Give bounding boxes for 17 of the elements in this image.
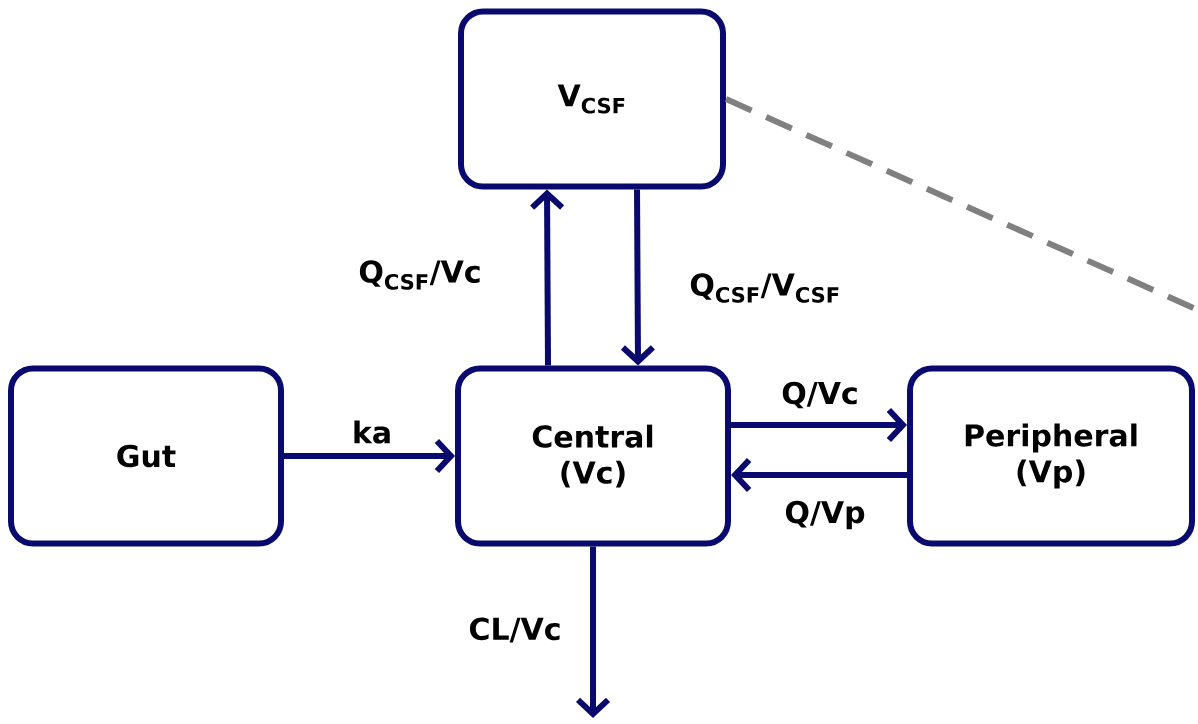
- edge-label: ka: [349, 418, 395, 446]
- arrow: [731, 457, 907, 493]
- edge-label: Q$_{CSF}$/V$_{CSF}$: [687, 271, 843, 305]
- arrow: [284, 438, 455, 474]
- compartment-box: Central (Vc): [455, 365, 731, 547]
- arrow: [731, 407, 907, 443]
- arrow: [530, 189, 565, 366]
- compartment-box: V$_{CSF}$: [458, 8, 726, 190]
- edge-label: Q$_{CSF}$/Vc: [356, 258, 484, 292]
- compartment-box: Peripheral (Vp): [907, 365, 1195, 547]
- edge-label: CL/Vc: [466, 615, 564, 645]
- edge-label: Q/Vp: [782, 498, 868, 532]
- arrow: [620, 189, 655, 366]
- compartment-box: Gut: [8, 365, 284, 547]
- arrow: [575, 546, 611, 718]
- dashed-line: [724, 96, 1198, 313]
- edge-label: Q/Vc: [779, 379, 861, 411]
